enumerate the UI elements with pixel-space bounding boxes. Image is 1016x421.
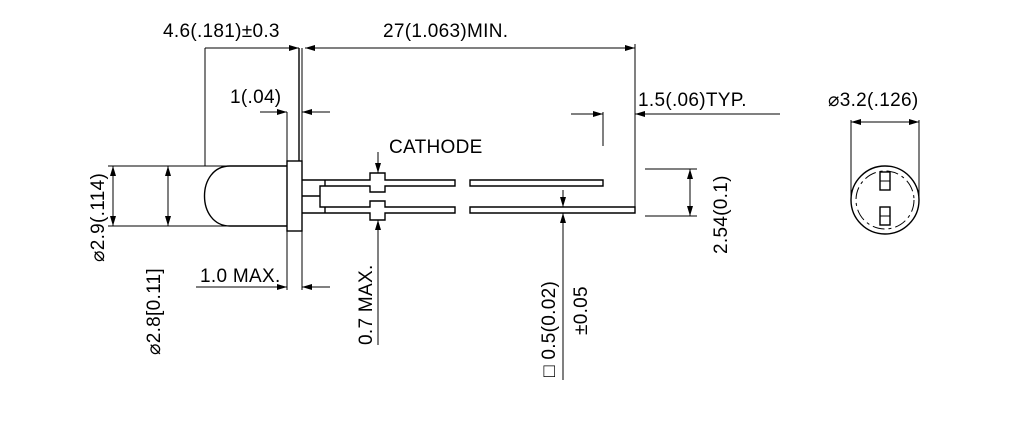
dimension-lines	[108, 44, 780, 380]
led-flange	[286, 160, 303, 232]
end-view-inner-circle	[855, 170, 915, 230]
led-end-view	[850, 119, 920, 235]
label-body-diameter: ⌀2.8[0.11]	[144, 268, 165, 355]
label-lead-tolerance: ±0.05	[571, 286, 592, 335]
cathode-lead	[325, 200, 456, 221]
label-standoff-max: 0.7 MAX.	[356, 264, 377, 345]
label-lead-end: 1.5(.06)TYP.	[638, 90, 747, 111]
label-lead-spacing: 2.54(0.1)	[711, 175, 732, 254]
label-flange-max: 1.0 MAX.	[200, 266, 281, 287]
label-cathode: CATHODE	[389, 137, 483, 158]
label-lens-diameter: ⌀2.9(.114)	[88, 173, 109, 262]
led-lens	[203, 165, 287, 227]
lead-stubs	[302, 179, 326, 214]
led-side-view	[203, 160, 636, 232]
label-overall-length: 4.6(.181)±0.3	[163, 21, 280, 42]
label-lead-square: □ 0.5(0.02)	[539, 281, 560, 377]
dimension-labels: 4.6(.181)±0.3 27(1.063)MIN. 1(.04) 1.5(.…	[88, 21, 919, 377]
anode-lead-far	[469, 179, 604, 187]
label-top-view-diameter: ⌀3.2(.126)	[828, 90, 919, 111]
anode-lead	[325, 172, 456, 193]
end-view-outer-circle	[850, 165, 920, 235]
label-flange-thickness: 1(.04)	[230, 87, 281, 108]
cathode-lead-far	[469, 206, 636, 214]
label-lead-length: 27(1.063)MIN.	[383, 21, 508, 42]
